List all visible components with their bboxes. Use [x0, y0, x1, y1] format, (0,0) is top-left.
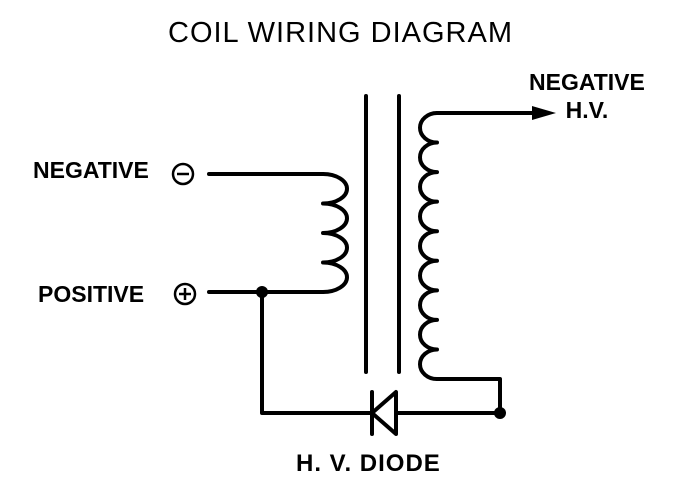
diode-label: H. V. DIODE — [296, 450, 441, 477]
secondary-bottom-wire — [435, 377, 502, 415]
negative-input-label: NEGATIVE — [33, 157, 149, 183]
plus-circle-icon — [173, 282, 197, 306]
junction-dot-secondary — [494, 407, 506, 419]
diode-triangle — [370, 390, 398, 436]
hv-output-label-line2: H.V. — [565, 96, 609, 123]
junction-dot-positive — [256, 286, 268, 298]
diode-return-wire — [260, 290, 374, 415]
secondary-coil — [418, 111, 439, 382]
hv-output-label-line1: NEGATIVE — [529, 69, 645, 95]
diagram-title: COIL WIRING DIAGRAM — [168, 17, 513, 49]
positive-input-label: POSITIVE — [38, 281, 145, 307]
arrow-right-icon — [532, 106, 556, 120]
hv-output-label: NEGATIVE H.V. — [529, 69, 645, 124]
primary-coil — [321, 172, 349, 294]
minus-circle-icon — [171, 162, 195, 186]
